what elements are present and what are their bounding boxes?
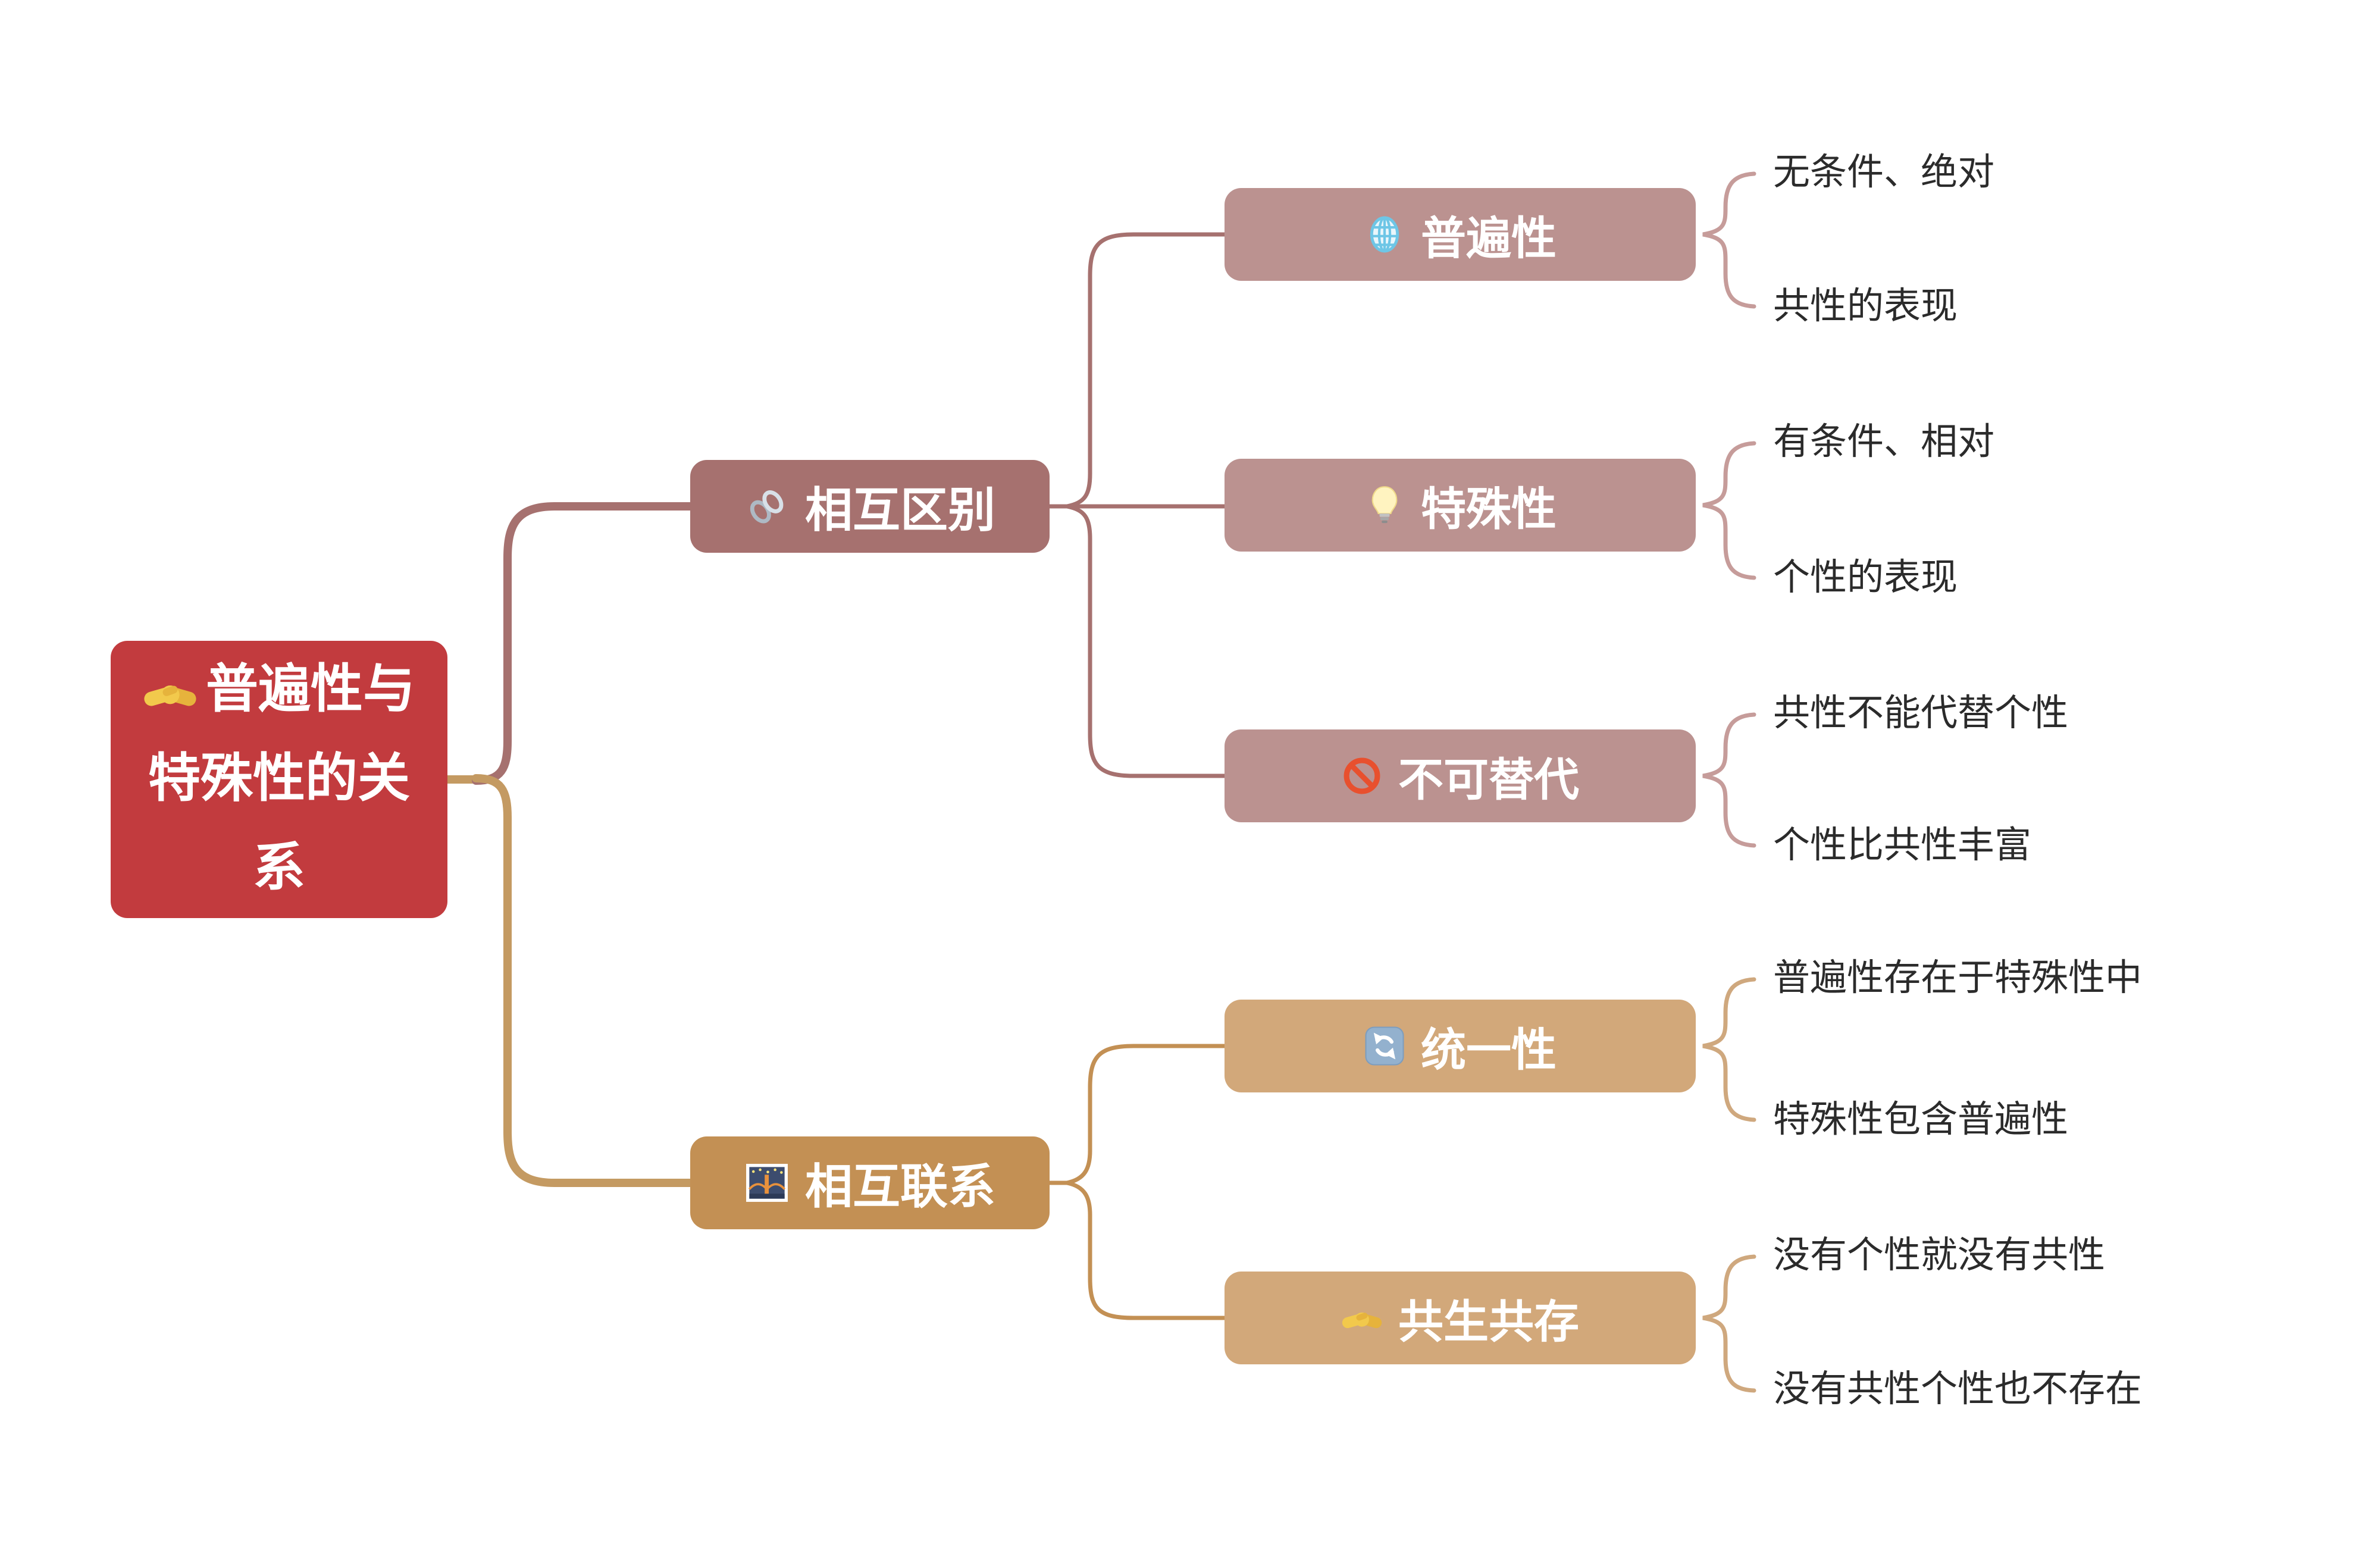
branch-label: 相互区别	[805, 485, 995, 537]
child-node-coexistence[interactable]: 共生共存	[1225, 1272, 1696, 1364]
globe-icon	[1370, 216, 1399, 253]
child-node-unity[interactable]: 统一性	[1225, 1000, 1696, 1092]
child-node-irreplaceable[interactable]: 不可替代	[1225, 729, 1696, 822]
root-label: 普遍性与特殊性的关系	[148, 661, 415, 897]
bridge-icon	[746, 1164, 788, 1202]
child-label: 统一性	[1421, 1026, 1557, 1076]
leaf-no-commonality-no-individuality[interactable]: 没有共性个性也不存在	[1773, 1369, 2143, 1410]
leaf-commonality-expression[interactable]: 共性的表现	[1773, 286, 1958, 327]
branch-label: 相互联系	[805, 1161, 995, 1214]
no-entry-icon	[1344, 757, 1380, 794]
child-node-particularity[interactable]: 特殊性	[1225, 459, 1696, 552]
connector-branch-0-fan	[1066, 232, 1227, 778]
link-icon	[750, 490, 784, 524]
root-node[interactable]: 普遍性与特殊性的关系	[111, 641, 447, 918]
branch-node-connection[interactable]: 相互联系	[690, 1136, 1050, 1229]
child-label: 共生共存	[1398, 1298, 1579, 1348]
lightbulb-icon	[1371, 486, 1398, 524]
leaf-particularity-contains-universality[interactable]: 特殊性包含普遍性	[1773, 1100, 2069, 1140]
leaf-unconditional-absolute[interactable]: 无条件、绝对	[1773, 152, 1995, 193]
handshake-icon	[144, 685, 196, 706]
leaf-no-individuality-no-commonality[interactable]: 没有个性就没有共性	[1773, 1235, 2106, 1276]
brace-child-1	[1702, 441, 1756, 580]
arrows-cycle-icon	[1365, 1026, 1404, 1066]
handshake-icon	[1342, 1312, 1382, 1329]
connector-branch-1-fan	[1066, 1044, 1227, 1320]
brace-child-2	[1702, 712, 1756, 848]
leaf-individuality-expression[interactable]: 个性的表现	[1773, 558, 1958, 598]
brace-child-0	[1702, 171, 1756, 309]
leaf-individuality-richer[interactable]: 个性比共性丰富	[1773, 825, 2032, 866]
brace-child-4	[1702, 1254, 1756, 1393]
child-label: 不可替代	[1398, 756, 1579, 806]
leaf-universality-exists-in-particularity[interactable]: 普遍性存在于特殊性中	[1773, 958, 2143, 998]
brace-child-3	[1702, 977, 1756, 1122]
child-label: 普遍性	[1421, 214, 1557, 264]
child-node-universality[interactable]: 普遍性	[1225, 188, 1696, 281]
leaf-commonality-cannot-replace[interactable]: 共性不能代替个性	[1773, 693, 2069, 734]
connector-root-to-branch-0	[472, 502, 696, 785]
branch-node-distinction[interactable]: 相互区别	[690, 460, 1050, 553]
connector-root-to-branch-1	[472, 774, 696, 1187]
leaf-conditional-relative[interactable]: 有条件、相对	[1773, 422, 1995, 462]
child-label: 特殊性	[1421, 485, 1557, 535]
